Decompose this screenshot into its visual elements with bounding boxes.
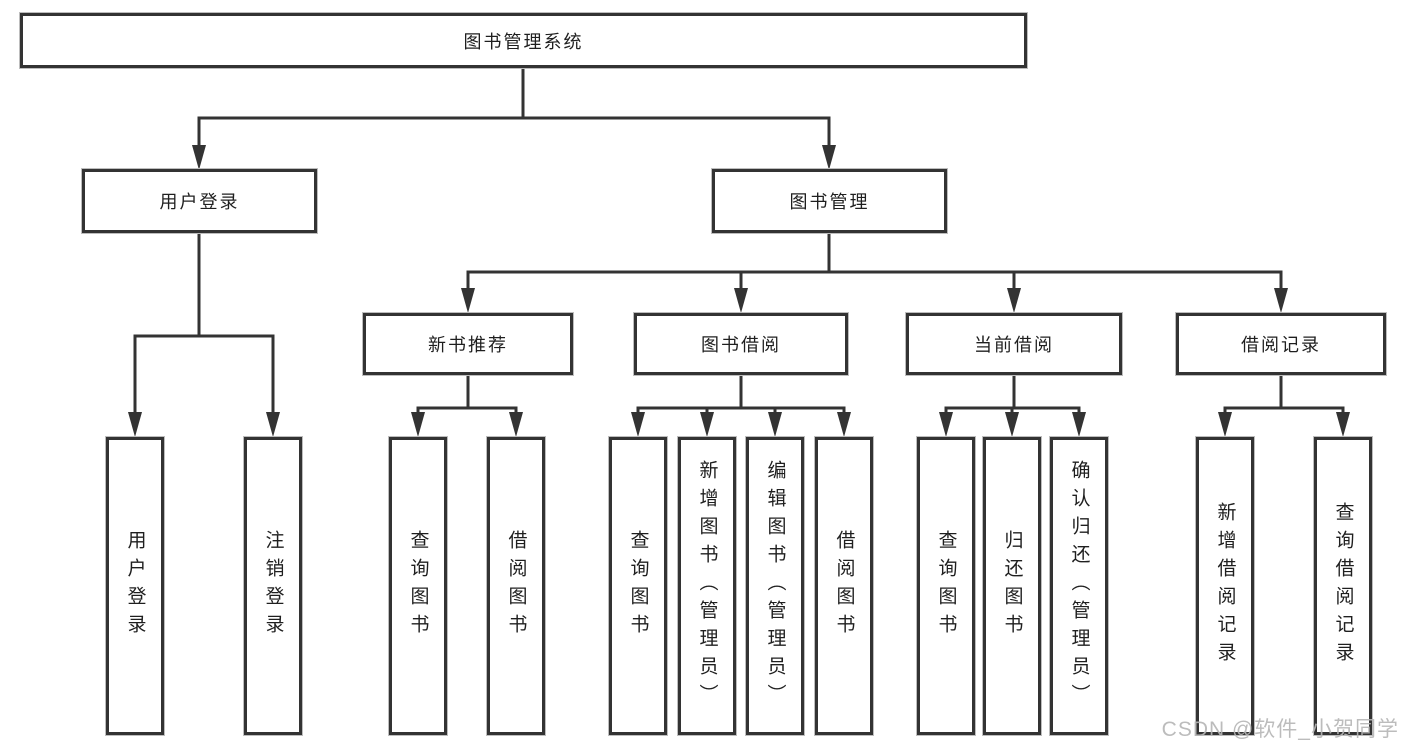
leaf-logout: 注销登录 xyxy=(244,437,302,735)
leaf-label: 查询图书 xyxy=(407,530,429,642)
node-label: 当前借阅 xyxy=(974,335,1054,355)
leaf-label: 用户登录 xyxy=(124,530,146,642)
node-book-management: 图书管理 xyxy=(712,169,947,233)
node-label: 图书管理系统 xyxy=(463,31,584,52)
leaf-label: 借阅图书 xyxy=(833,530,855,642)
leaf-borrow-books-borrowing: 借阅图书 xyxy=(815,437,873,735)
leaf-confirm-return-admin: 确认归还（管理员） xyxy=(1050,437,1108,735)
leaf-label: 借阅图书 xyxy=(505,530,527,642)
leaf-label: 归还图书 xyxy=(1001,530,1023,642)
leaf-return-book: 归还图书 xyxy=(983,437,1041,735)
leaf-label: 编辑图书（管理员） xyxy=(764,460,786,712)
leaf-add-book-admin: 新增图书（管理员） xyxy=(678,437,736,735)
leaf-query-books-recommend: 查询图书 xyxy=(389,437,447,735)
csdn-watermark: CSDN @软件_小贺同学 xyxy=(1161,718,1399,741)
node-label: 图书借阅 xyxy=(701,335,781,355)
connector-root-to-level2 xyxy=(197,68,831,152)
node-label: 借阅记录 xyxy=(1241,335,1321,355)
leaf-user-login: 用户登录 xyxy=(106,437,164,735)
node-label: 图书管理 xyxy=(789,192,870,212)
connector-record-to-leaves xyxy=(1223,375,1345,420)
node-user-login: 用户登录 xyxy=(82,169,317,233)
node-library-management-system: 图书管理系统 xyxy=(20,13,1027,68)
connector-borrow-to-leaves xyxy=(636,375,846,420)
leaf-label: 新增借阅记录 xyxy=(1214,502,1236,670)
connector-user-login-to-leaves xyxy=(133,233,275,420)
connector-new-rec-to-leaves xyxy=(416,375,518,420)
leaf-label: 确认归还（管理员） xyxy=(1068,460,1090,712)
leaf-add-borrow-record: 新增借阅记录 xyxy=(1196,437,1254,735)
leaf-label: 新增图书（管理员） xyxy=(696,460,718,712)
node-current-borrowing: 当前借阅 xyxy=(906,313,1122,375)
leaf-label: 查询图书 xyxy=(627,530,649,642)
leaf-borrow-books-recommend: 借阅图书 xyxy=(487,437,545,735)
node-borrow-records: 借阅记录 xyxy=(1176,313,1386,375)
connector-current-to-leaves xyxy=(944,375,1081,420)
leaf-edit-book-admin: 编辑图书（管理员） xyxy=(746,437,804,735)
node-new-book-recommend: 新书推荐 xyxy=(363,313,573,375)
leaf-label: 查询借阅记录 xyxy=(1332,502,1354,670)
leaf-label: 查询图书 xyxy=(935,530,957,642)
node-label: 新书推荐 xyxy=(428,335,508,355)
connector-book-mgmt-to-level3 xyxy=(466,233,1283,296)
leaf-query-books-current: 查询图书 xyxy=(917,437,975,735)
node-book-borrowing: 图书借阅 xyxy=(634,313,848,375)
leaf-label: 注销登录 xyxy=(262,530,284,642)
leaf-query-borrow-record: 查询借阅记录 xyxy=(1314,437,1372,735)
leaf-query-books-borrowing: 查询图书 xyxy=(609,437,667,735)
node-label: 用户登录 xyxy=(159,192,240,212)
